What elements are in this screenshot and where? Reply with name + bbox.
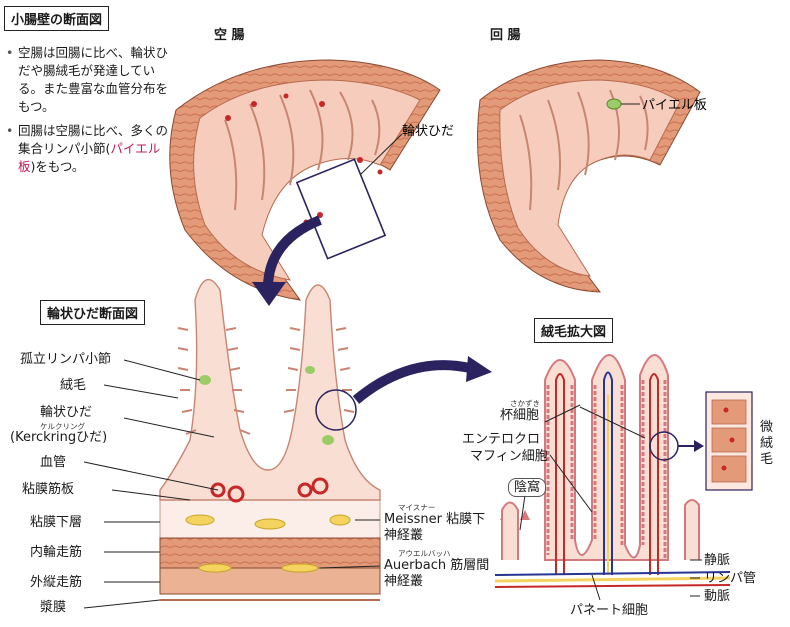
ileum-folds: [519, 89, 649, 211]
label-vein: 静脈: [704, 553, 731, 568]
zoom-arrow: [263, 215, 322, 286]
ileum-peyer-label: パイエル板: [642, 98, 707, 113]
jejunum-folds: [224, 89, 381, 211]
label-goblet: 杯細胞: [500, 408, 540, 423]
lymph-nodule-1: [199, 375, 211, 385]
villus-epithelium: [546, 380, 667, 560]
fold-vessels: [210, 477, 329, 503]
villus-zoom-circle: [315, 389, 357, 431]
zoom-box: [295, 158, 387, 260]
label-microvilli: 微絨毛: [760, 420, 774, 467]
vein-line: [494, 571, 731, 576]
peyer-highlight: パイエル板: [18, 141, 161, 174]
ruby-auerbach: アウエルバッハ: [398, 549, 451, 558]
lymph-nodule-3: [305, 366, 315, 374]
jejunum-section: [169, 59, 441, 301]
label-submucosa: 粘膜下層: [30, 515, 83, 530]
label-outer-longitudinal: 外縦走筋: [30, 575, 83, 590]
villus-vessels: [555, 371, 659, 575]
bullet-ileum: 回腸は空腸に比べ、多くの集合リンパ小節(パイエル板)をもつ。: [6, 122, 174, 176]
description-list: 空腸は回腸に比べ、輪状ひだや腸絨毛が発達している。また豊富な血管分布をもつ。 回…: [6, 44, 174, 182]
ileum-section: [477, 59, 701, 293]
label-serosa: 漿膜: [40, 600, 67, 615]
ruby-goblet: さかずき: [510, 399, 540, 408]
label-crypt: 陰窩: [508, 478, 547, 497]
jejunum-fold-label: 輪状ひだ: [402, 123, 454, 139]
fold-villi: [177, 327, 355, 435]
label-lymph-nodule: 孤立リンパ小節: [20, 352, 112, 367]
lymph-nodule-2: [322, 435, 334, 445]
peyer-patch: [606, 98, 622, 110]
label-kerckring: (Kerckringひだ): [10, 430, 108, 445]
label-meissner: Meissner 粘膜下: [384, 512, 486, 527]
villus-detail: [494, 354, 753, 588]
label-auerbach-2: 神経叢: [384, 574, 424, 589]
jejunum-vessels: [225, 93, 383, 225]
label-artery: 動脈: [704, 589, 731, 604]
ruby-kerckring: ケルクリング: [40, 422, 85, 431]
meissner-plexus: [185, 514, 351, 530]
label-enteroendocrine-2: マフィン細胞: [470, 449, 548, 464]
label-lymph-vessel: リンパ管: [704, 571, 757, 586]
artery-line: [494, 584, 731, 588]
label-villus: 絨毛: [60, 378, 87, 393]
bullet-ileum-prefix: 回腸は空腸に比べ、多くの集合リンパ小節(: [18, 123, 169, 156]
ruby-meissner: マイスナー: [398, 503, 436, 512]
bullet-ileum-suffix: )をもつ。: [30, 159, 85, 174]
label-paneth: パネート細胞: [570, 603, 649, 618]
label-vessel: 血管: [40, 455, 67, 470]
fold-section-title: 輪状ひだ断面図: [40, 300, 146, 325]
fold-cross-section: [159, 278, 381, 601]
outer-longitudinal-layer: [159, 567, 381, 595]
inner-circular-layer: [159, 537, 381, 569]
auerbach-plexus: [198, 563, 319, 573]
label-muscularis-mucosae: 粘膜筋板: [22, 482, 75, 497]
label-enteroendocrine-1: エンテロクロ: [462, 432, 541, 447]
ileum-title: 回 腸: [490, 28, 521, 43]
jejunum-title: 空 腸: [214, 28, 245, 43]
figure-title: 小腸壁の断面図: [4, 6, 110, 31]
label-meissner-2: 神経叢: [384, 528, 424, 543]
label-inner-circular: 内輪走筋: [30, 545, 83, 560]
label-fold: 輪状ひだ: [40, 405, 93, 420]
zoom-arrow-head: [252, 282, 286, 306]
villus-detail-title: 絨毛拡大図: [534, 318, 614, 343]
bullet-jejunum: 空腸は回腸に比べ、輪状ひだや腸絨毛が発達している。また豊富な血管分布をもつ。: [6, 44, 174, 116]
microvilli-cells: [711, 399, 747, 483]
label-auerbach: Auerbach 筋層間: [384, 558, 490, 573]
detail-arrow-head: [466, 356, 492, 382]
detail-arrow: [352, 360, 472, 404]
